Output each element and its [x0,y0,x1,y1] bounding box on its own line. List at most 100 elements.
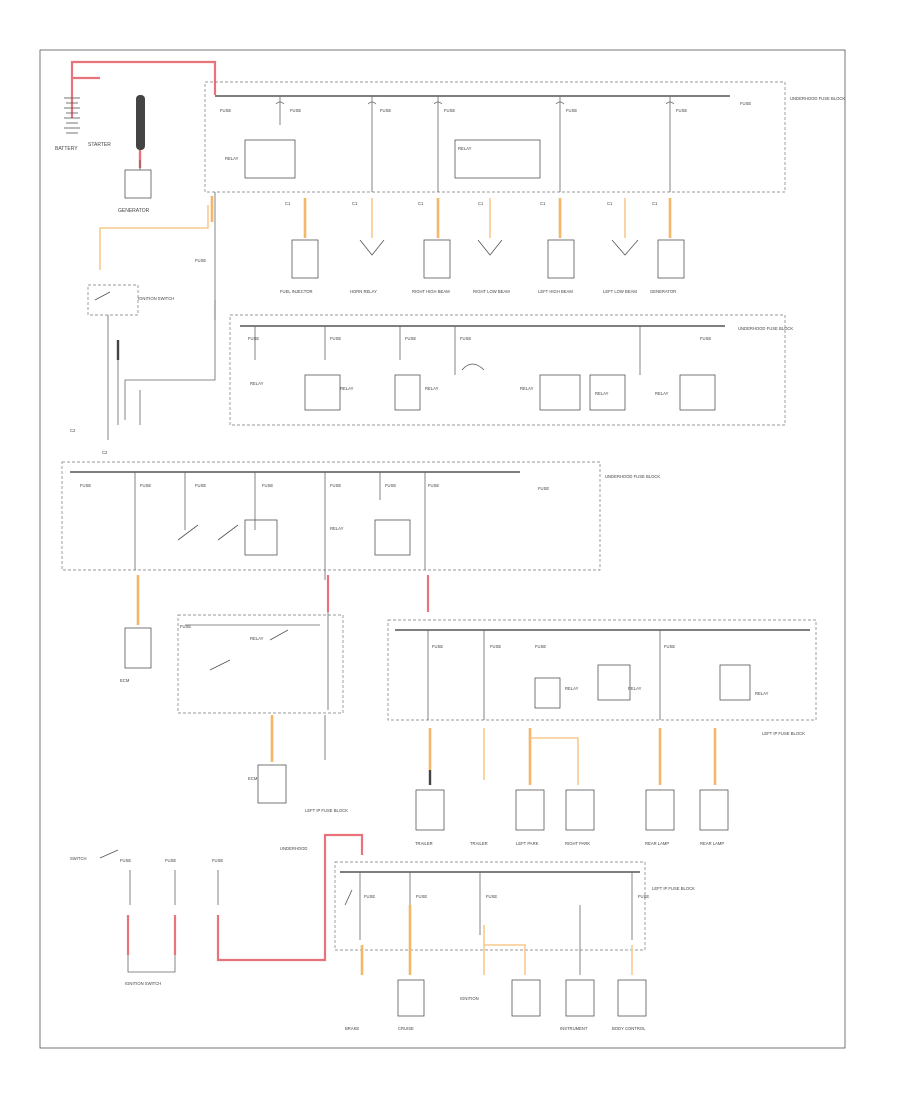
relay-icon-2 [454,139,541,179]
underhood-fuse-block-top-label: UNDERHOOD FUSE BLOCK [790,96,845,101]
svg-text:FUSE: FUSE [195,483,206,488]
underhood-fuse-block-top: UNDERHOOD FUSE BLOCK FUSE FUSE FUSE FUSE… [204,81,845,193]
fuse-icons-row1 [275,101,675,105]
underhood-fuse-block-row3: UNDERHOOD FUSE BLOCK FUSE FUSE FUSE FUSE… [61,461,660,580]
svg-text:C2: C2 [70,428,76,433]
svg-text:RELAY: RELAY [340,386,354,391]
svg-text:RELAY: RELAY [595,391,609,396]
svg-text:C1: C1 [285,201,291,206]
svg-text:RELAY: RELAY [458,146,472,151]
svg-text:RELAY: RELAY [250,636,264,641]
svg-text:FUSE: FUSE [330,483,341,488]
svg-text:FUSE: FUSE [330,336,341,341]
svg-text:RELAY: RELAY [655,391,669,396]
svg-text:RELAY: RELAY [330,526,344,531]
svg-text:LEFT IP FUSE BLOCK: LEFT IP FUSE BLOCK [652,886,695,891]
underhood-fuse-block-top-frame [204,81,786,193]
svg-text:FUSE: FUSE [180,624,191,629]
svg-text:FUSE: FUSE [262,483,273,488]
svg-text:FUSE: FUSE [700,336,711,341]
svg-text:FUSE: FUSE [80,483,91,488]
svg-text:FUSE: FUSE [490,644,501,649]
load-box-2 [423,239,451,279]
svg-text:C1: C1 [352,201,358,206]
row1-loads: FUEL INJECTOR HORN RELAY RIGHT HIGH BEAM… [280,198,685,294]
svg-text:FUSE: FUSE [566,108,577,113]
load-box-1 [291,239,319,279]
svg-text:FUSE: FUSE [535,644,546,649]
starter-label: STARTER [88,142,111,148]
svg-text:RELAY: RELAY [565,686,579,691]
svg-text:FUSE: FUSE [460,336,471,341]
svg-text:RELAY: RELAY [250,381,264,386]
battery-starter-generator-group: BATTERY STARTER GENERATOR [55,60,217,214]
svg-text:FUSE: FUSE [364,894,375,899]
load-box-3 [547,239,575,279]
svg-text:RELAY: RELAY [425,386,439,391]
row1-load-label-4: LEFT HIGH BEAM [538,289,573,294]
svg-text:FUSE: FUSE [638,894,649,899]
svg-text:FUSE: FUSE [195,258,206,263]
relay-icon-8 [244,519,278,556]
ip-fuse-block: LEFT IP FUSE BLOCK FUSE FUSE FUSE FUSE R… [387,575,817,736]
underhood-fuse-block-row3-label: UNDERHOOD FUSE BLOCK [605,474,660,479]
row5-load-label-2: LEFT PARK [516,841,539,846]
row1-load-label-6: GENERATOR [650,289,676,294]
svg-text:RELAY: RELAY [755,691,769,696]
svg-text:FUSE: FUSE [120,858,131,863]
relay-icon-7 [679,374,716,411]
row5-load-label-4: REAR LAMP [645,841,669,846]
ecm-label: ECM [120,678,130,683]
svg-text:FUSE: FUSE [416,894,427,899]
svg-text:FUSE: FUSE [140,483,151,488]
orange-feed-to-ignition [99,205,209,270]
svg-text:FUSE: FUSE [248,336,259,341]
svg-text:FUSE: FUSE [385,483,396,488]
row5-load-label-1: TRAILER [470,841,488,846]
svg-text:FUSE: FUSE [380,108,391,113]
svg-text:ECM: ECM [248,776,258,781]
ecm-box-icon [124,627,152,669]
svg-text:FUSE: FUSE [165,858,176,863]
svg-text:FUSE: FUSE [676,108,687,113]
relay-icon-3 [304,374,341,411]
generator-top-label: GENERATOR [118,208,150,214]
load-box-4 [657,239,685,279]
svg-text:FUSE: FUSE [486,894,497,899]
svg-text:SWITCH: SWITCH [70,856,87,861]
svg-text:C1: C1 [540,201,546,206]
relay-icon-4 [394,374,421,411]
svg-text:C1: C1 [418,201,424,206]
relay-icon-5 [539,374,581,411]
svg-text:RELAY: RELAY [628,686,642,691]
row6-load-label-4: BODY CONTROL [612,1026,646,1031]
row4-left-group: ECM FUSE RELAY ECM LEFT IP FUSE BLOCK [120,575,348,813]
red-feed-bottom [216,833,364,962]
svg-text:FUSE: FUSE [444,108,455,113]
row1-load-label-1: HORN RELAY [350,289,377,294]
row6-bottom-group: SWITCH FUSE FUSE FUSE IGNITION SWITCH UN… [70,833,695,1031]
row6-load-label-0: BRAKE [345,1026,359,1031]
row1-load-label-5: LEFT LOW BEAM [603,289,637,294]
row6-load-label-1: CRUISE [398,1026,414,1031]
underhood-fuse-block-mid-label: UNDERHOOD FUSE BLOCK [738,326,793,331]
svg-text:IGNITION SWITCH: IGNITION SWITCH [125,981,161,986]
battery-label: BATTERY [55,146,78,152]
svg-text:C1: C1 [652,201,658,206]
svg-text:C1: C1 [607,201,613,206]
relay-icon-6 [589,374,626,411]
svg-text:RELAY: RELAY [225,156,239,161]
svg-text:FUSE: FUSE [212,858,223,863]
ip-fuse-block-label: LEFT IP FUSE BLOCK [762,731,805,736]
diagram-frame [39,49,846,1049]
svg-text:FUSE: FUSE [538,486,549,491]
row1-load-label-0: FUEL INJECTOR [280,289,313,294]
svg-text:LEFT IP FUSE BLOCK: LEFT IP FUSE BLOCK [305,808,348,813]
row5-load-label-0: TRAILER [415,841,433,846]
row1-load-label-3: RIGHT LOW BEAM [473,289,510,294]
svg-text:FUSE: FUSE [664,644,675,649]
generator-top-icon [124,169,152,199]
row6-load-label-2: IGNITION [460,996,479,1001]
row5-load-label-3: RIGHT PARK [565,841,590,846]
